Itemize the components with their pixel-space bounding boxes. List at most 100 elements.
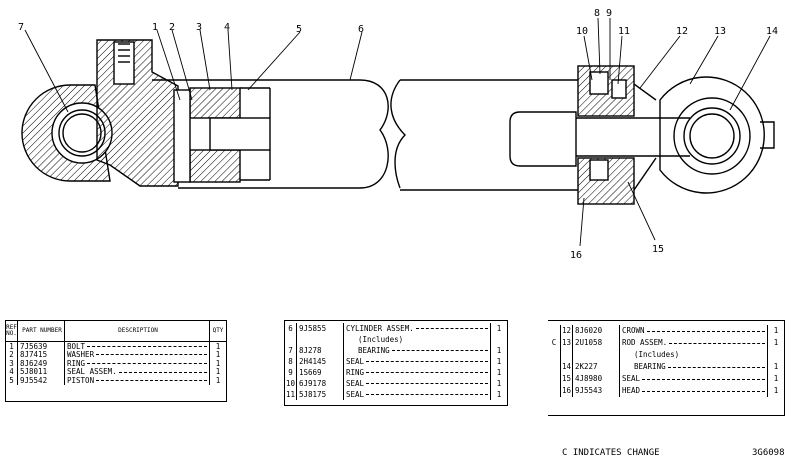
callout-7: 7: [18, 22, 24, 33]
row-desc-cell: HEAD: [620, 385, 767, 397]
callout-leaders: [24, 17, 771, 247]
row-part: 6J9178: [297, 378, 344, 389]
parts-table-1: REF NO. PART NUMBER DESCRIPTION QTY 1 7J…: [5, 320, 227, 402]
callout-13: 13: [714, 26, 726, 37]
row-change-flag: C: [551, 338, 557, 348]
row-qty: 1: [767, 361, 784, 373]
row-desc: SEAL: [346, 378, 365, 388]
callout-3: 3: [196, 22, 202, 33]
row-part: 2H4145: [297, 356, 344, 367]
callout-1: 1: [152, 22, 158, 33]
row-part: 2U1058: [573, 337, 620, 349]
row-ref: 9: [285, 367, 297, 378]
callout-9: 9: [606, 8, 612, 19]
row-part: [297, 334, 344, 345]
row-part: [573, 349, 620, 361]
row-qty: [767, 349, 784, 361]
row-desc: HEAD: [622, 386, 641, 396]
callout-14: 14: [766, 26, 778, 37]
piston-section: [173, 87, 271, 183]
row-part: 7J5639: [18, 342, 65, 351]
table-row: 4 5J8011 SEAL ASSEM. 1: [6, 367, 226, 377]
row-qty: 1: [490, 367, 507, 378]
row-desc-cell: (Includes): [620, 349, 767, 361]
row-desc-cell: ROD ASSEM.: [620, 337, 767, 349]
row-desc: RING: [346, 367, 365, 377]
row-qty: 1: [209, 367, 226, 377]
callout-10: 10: [576, 26, 588, 37]
row-desc-cell: SEAL: [344, 356, 490, 367]
row-desc: CYLINDER ASSEM.: [346, 323, 414, 333]
row-ref: 8: [285, 356, 297, 367]
row-qty: 1: [209, 350, 226, 360]
cylinder-tube: [152, 79, 578, 191]
row-qty: 1: [209, 376, 226, 385]
row-ref: 15: [560, 373, 573, 385]
change-legend: C INDICATES CHANGE: [562, 448, 660, 458]
row-desc: BOLT: [67, 342, 86, 351]
row-change-flag: [548, 385, 560, 397]
row-desc: PISTON: [67, 376, 95, 385]
row-desc: RING: [67, 359, 86, 368]
row-qty: 1: [490, 389, 507, 400]
row-qty: 1: [490, 356, 507, 367]
row-change-flag: [548, 325, 560, 337]
table-row: 12 8J6020 CROWN 1: [548, 325, 784, 337]
row-qty: 1: [490, 345, 507, 356]
callout-4: 4: [224, 22, 230, 33]
parts-table-3: 12 8J6020 CROWN 1 C 13 2U1058 ROD ASSEM.…: [548, 320, 785, 416]
row-desc-cell: SEAL: [620, 373, 767, 385]
table-row: C 13 2U1058 ROD ASSEM. 1: [548, 337, 784, 349]
row-desc-cell: SEAL: [344, 378, 490, 389]
row-change-flag: [548, 373, 560, 385]
row-desc-cell: CYLINDER ASSEM.: [344, 323, 490, 334]
row-part: 4J8980: [573, 373, 620, 385]
row-part: 2K227: [573, 361, 620, 373]
table-row: 9 1S669 RING 1: [285, 367, 507, 378]
row-ref: 11: [285, 389, 297, 400]
row-desc: WASHER: [67, 350, 95, 360]
row-ref: 16: [560, 385, 573, 397]
row-desc: SEAL: [346, 389, 365, 399]
row-desc-cell: SEAL: [344, 389, 490, 400]
callout-6: 6: [358, 24, 364, 35]
row-part: 9J5542: [18, 376, 65, 385]
table-row: 3 8J6249 RING 1: [6, 359, 226, 368]
row-ref: 5: [6, 376, 18, 385]
table-row: 14 2K227 BEARING 1: [548, 361, 784, 373]
row-ref: 14: [560, 361, 573, 373]
row-desc: BEARING: [634, 362, 666, 372]
row-part: 8J7415: [18, 350, 65, 360]
header-description: DESCRIPTION: [118, 327, 158, 334]
row-part: 5J8175: [297, 389, 344, 400]
table-row: (Includes): [548, 349, 784, 361]
callout-5: 5: [296, 24, 302, 35]
row-desc: BEARING: [358, 345, 390, 355]
row-ref: 2: [6, 350, 18, 360]
table-row: 11 5J8175 SEAL 1: [285, 389, 507, 400]
row-ref: 10: [285, 378, 297, 389]
row-qty: 1: [767, 385, 784, 397]
table-row: 10 6J9178 SEAL 1: [285, 378, 507, 389]
row-ref: 1: [6, 342, 18, 351]
row-ref: 12: [560, 325, 573, 337]
row-desc-cell: PISTON: [65, 376, 209, 385]
callout-16: 16: [570, 250, 582, 261]
row-ref: 13: [560, 337, 573, 349]
row-desc: SEAL ASSEM.: [67, 367, 117, 377]
row-qty: 1: [767, 337, 784, 349]
row-desc-cell: CROWN: [620, 325, 767, 337]
rod-window: [509, 111, 577, 167]
row-desc: (Includes): [634, 350, 680, 360]
table-row: 1 7J5639 BOLT 1: [6, 342, 226, 351]
callout-15: 15: [652, 244, 664, 255]
row-ref: 3: [6, 359, 18, 368]
row-qty: 1: [209, 359, 226, 368]
row-qty: 1: [767, 325, 784, 337]
row-desc-cell: RING: [65, 359, 209, 368]
row-qty: 1: [490, 323, 507, 334]
row-part: 8J6249: [18, 359, 65, 368]
row-desc: ROD ASSEM.: [622, 338, 668, 348]
right-eye-bearing: [659, 76, 775, 194]
header-part-number: PART NUMBER: [18, 321, 65, 341]
